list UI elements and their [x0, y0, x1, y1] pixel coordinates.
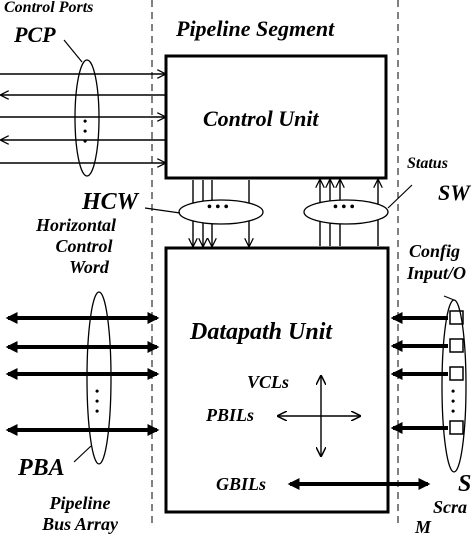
status-pointer-line [387, 184, 413, 209]
horizontal-control-word-line2: Control [55, 236, 113, 256]
control-ports-label: Control Ports [4, 0, 94, 16]
hcw-bundle-ellipse [178, 199, 264, 225]
gbils-label: GBILs [216, 474, 267, 494]
config-port-2 [449, 338, 464, 353]
hcw-label: HCW [82, 189, 139, 215]
pbils-label: PBILs [206, 405, 255, 425]
pipeline-segment-diagram [0, 0, 467, 526]
status-dots: • • • [333, 200, 355, 215]
status-label: Status [407, 155, 448, 172]
config-io-pointer-line [443, 295, 455, 301]
pba-dots: • • • [95, 384, 100, 418]
pipeline-bus-array-line2: Bus Array [42, 514, 118, 534]
control-unit-box [164, 54, 388, 180]
pcp-bundle-ellipse [74, 59, 100, 177]
datapath-unit-label: Datapath Unit [190, 319, 333, 345]
pba-label: PBA [18, 455, 65, 481]
config-port-3 [449, 366, 464, 381]
pcp-dots: • • • [83, 114, 88, 148]
vcls-label: VCLs [247, 372, 290, 392]
control-unit-label: Control Unit [203, 106, 319, 131]
pipeline-bus-array-line1: Pipeline [49, 493, 111, 513]
horizontal-control-word-line3: Word [69, 257, 109, 277]
config-io-line1: Config [409, 241, 461, 261]
hcw-pointer-line [144, 207, 181, 214]
right-bottom-label-3: M [415, 517, 432, 537]
right-bottom-label-2: Scra [433, 497, 468, 517]
config-io-dots: • • • [451, 384, 456, 418]
status-bundle-ellipse [303, 199, 389, 225]
config-port-4 [449, 420, 464, 435]
pba-pointer-line [73, 445, 92, 463]
right-bottom-label-1: S [458, 471, 472, 497]
pba-bundle-ellipse [86, 291, 112, 465]
config-io-line2: Input/O [407, 263, 467, 283]
pipeline-segment-title: Pipeline Segment [176, 16, 335, 41]
pba-buses [5, 312, 160, 436]
pcp-control-arrows [0, 74, 166, 163]
config-port-1 [449, 310, 464, 325]
config-io-ports [449, 310, 464, 435]
hcw-dots: • • • [207, 200, 229, 215]
horizontal-control-word-line1: Horizontal [35, 215, 117, 235]
datapath-unit-box [164, 246, 390, 514]
sw-label: SW [438, 180, 470, 205]
pcp-pointer-line [63, 39, 83, 63]
config-io-buses [390, 312, 448, 434]
pcp-label: PCP [14, 22, 56, 47]
